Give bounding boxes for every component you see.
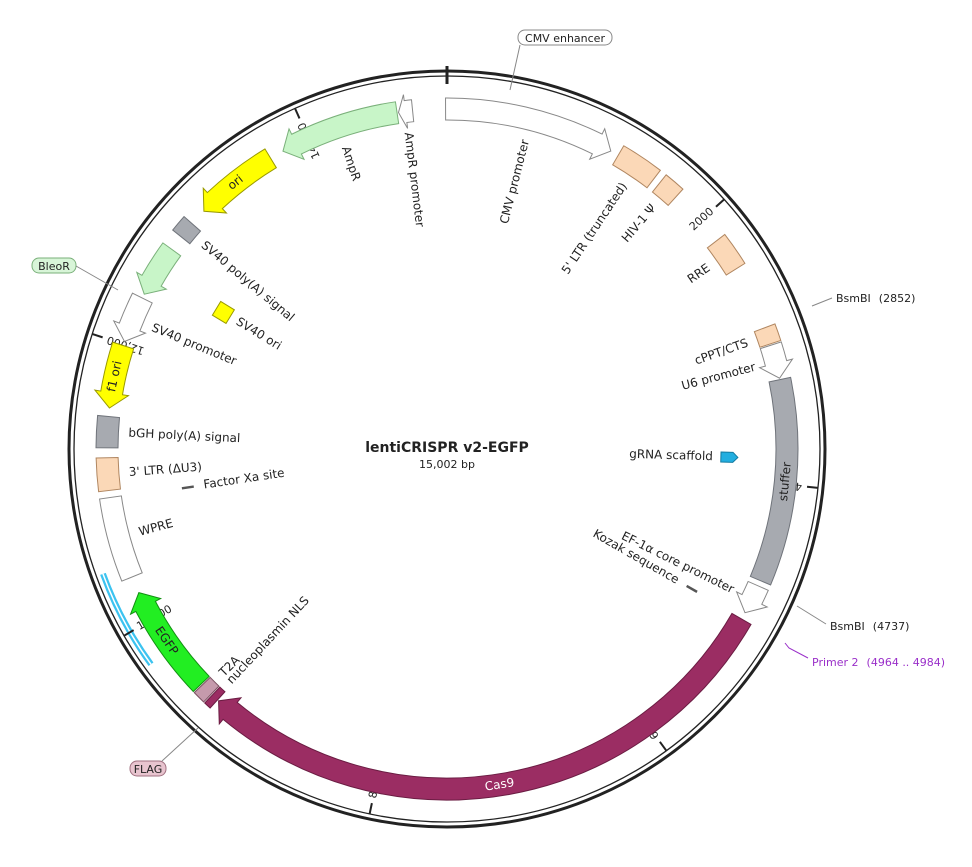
feature-rre[interactable]	[706, 233, 746, 276]
feature-label-u6: U6 promoter	[680, 360, 757, 393]
tick-mark	[806, 485, 819, 489]
tick-mark	[294, 107, 301, 119]
svg-text:BsmBI(2852): BsmBI(2852)	[836, 292, 915, 305]
svg-text:BleoR: BleoR	[38, 260, 70, 273]
feature-label-3-ltr: 3' LTR (ΔU3)	[128, 460, 202, 479]
feature-label-sv40-prom: SV40 promoter	[150, 320, 239, 367]
feature-bgh[interactable]	[95, 414, 121, 449]
feature-hiv-psi[interactable]	[651, 174, 684, 207]
feature-label-cas9: Cas9	[484, 775, 515, 793]
feature-label-cmv-promoter: CMV promoter	[497, 138, 532, 225]
callout-flag[interactable]: FLAG	[129, 727, 199, 777]
tick-mark	[91, 333, 103, 339]
feature-ori[interactable]	[202, 148, 278, 214]
feature-cas9[interactable]	[218, 612, 752, 801]
feature-label-rre: RRE	[685, 261, 713, 286]
callout-bsmbi-2[interactable]: BsmBI(4737)	[796, 605, 909, 633]
feature-f1-ori[interactable]	[93, 341, 135, 409]
plasmid-size: 15,002 bp	[419, 458, 475, 471]
feature-np-nls[interactable]	[204, 686, 226, 709]
inner-label-sv40-ori: SV40 ori	[234, 314, 284, 352]
callout-cmv-enhancer[interactable]: CMV enhancer	[509, 29, 613, 91]
feature-label-ampr: AmpR	[339, 144, 364, 182]
feature-ampr[interactable]	[282, 101, 400, 161]
feature-label-bgh: bGH poly(A) signal	[128, 426, 241, 446]
feature-label-stuffer: stuffer	[776, 461, 794, 501]
callout-bsmbi-1[interactable]: BsmBI(2852)	[811, 292, 915, 307]
feature-kozak[interactable]	[686, 584, 698, 593]
feature-sv40-polya[interactable]	[171, 215, 202, 245]
tick-mark	[715, 198, 725, 208]
feature-factor-xa[interactable]	[181, 485, 194, 490]
inner-label-factor-xa: Factor Xa site	[203, 466, 286, 492]
feature-ampr-prom[interactable]	[397, 94, 415, 129]
feature-cmv-promoter[interactable]	[445, 97, 612, 161]
flag-arc-core	[102, 573, 152, 665]
feature-bleor[interactable]	[135, 242, 182, 295]
tick-mark	[659, 741, 668, 752]
svg-text:FLAG: FLAG	[134, 763, 163, 776]
tick-label: 2000	[687, 205, 717, 233]
feature-egfp[interactable]	[129, 592, 210, 693]
svg-text:Primer 2(4964 .. 4984): Primer 2(4964 .. 4984)	[812, 656, 945, 669]
feature-ef1a[interactable]	[735, 580, 769, 614]
feature-u6[interactable]	[758, 341, 794, 379]
callout-primer2[interactable]: Primer 2(4964 .. 4984)	[784, 642, 945, 669]
feature-label-sv40-polya: SV40 poly(A) signal	[199, 238, 298, 324]
tick-mark	[123, 629, 135, 637]
feature-label-ampr-prom: AmpR promoter	[402, 131, 428, 227]
inner-label-gRNA: gRNA scaffold	[629, 447, 713, 463]
feature-sv40-prom[interactable]	[112, 292, 153, 343]
feature-label-np-nls: nucleoplasmin NLS	[224, 594, 312, 687]
feature-label-5-ltr: 5' LTR (truncated)	[559, 180, 630, 277]
feature-t2a[interactable]	[193, 676, 220, 703]
svg-text:BsmBI(4737): BsmBI(4737)	[830, 620, 909, 633]
feature-cppt[interactable]	[753, 323, 782, 348]
feature-5-ltr[interactable]	[611, 145, 662, 189]
feature-label-hiv-psi: HIV-1 Ψ	[619, 201, 659, 245]
feature-stuffer[interactable]	[749, 376, 799, 586]
feature-label-wpre: WPRE	[137, 516, 174, 539]
svg-text:CMV enhancer: CMV enhancer	[525, 32, 605, 45]
feature-gRNA[interactable]	[720, 451, 739, 463]
feature-sv40-ori[interactable]	[211, 300, 236, 325]
feature-3-ltr[interactable]	[95, 456, 122, 493]
feature-wpre[interactable]	[99, 495, 143, 582]
callout-bleor[interactable]: BleoR	[31, 257, 119, 291]
plasmid-name: lentiCRISPR v2-EGFP	[365, 440, 529, 456]
tick-mark	[368, 802, 373, 815]
feature-label-f1-ori: f1 ori	[104, 360, 124, 394]
